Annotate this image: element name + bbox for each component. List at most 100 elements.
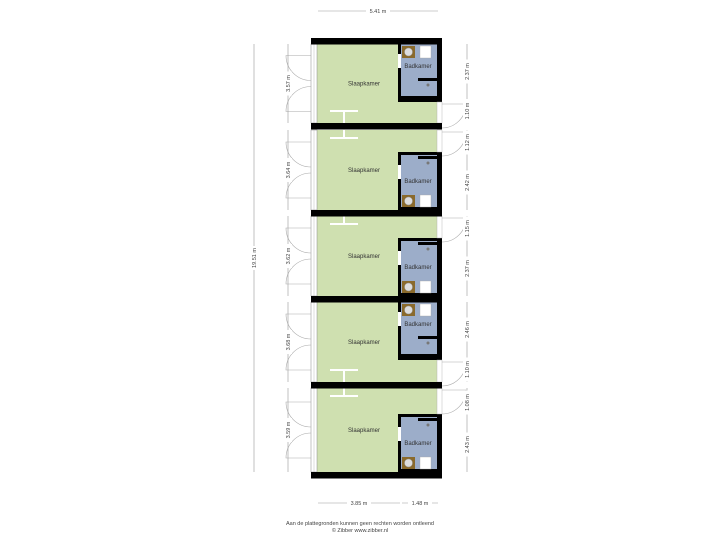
- dimension-label: 2.46 m: [465, 321, 471, 338]
- bathroom-width-dimension: 1.48 m: [402, 499, 438, 507]
- right-dimension-1: 2.46 m: [463, 302, 471, 357]
- shower-drain-icon: [426, 423, 430, 427]
- entrance-door-frame: [436, 101, 443, 124]
- exterior-wall-right: [437, 388, 442, 472]
- right-dimension-2: 2.37 m: [463, 241, 471, 296]
- dimension-label-bg: [463, 390, 471, 415]
- sink-icon: [404, 47, 413, 57]
- bathroom-label: Badkamer: [404, 64, 431, 70]
- toilet-icon: [419, 194, 432, 208]
- right-dimension-1: 2.37 m: [463, 44, 471, 99]
- balcony-door-swing-icon: [285, 141, 312, 199]
- balcony-door-swing-icon: [285, 227, 312, 285]
- toilet-icon: [419, 45, 432, 59]
- toilet-icon: [419, 456, 432, 470]
- bathroom-door: [398, 312, 401, 326]
- shower-drain-icon: [426, 83, 430, 87]
- dimension-label-bg: [250, 246, 258, 270]
- balcony-door-swing-icon: [285, 401, 312, 459]
- bathroom-door: [398, 165, 401, 179]
- dimension-label: 5.41 m: [370, 9, 387, 15]
- dimension-label-bg: [463, 216, 471, 241]
- sink-icon: [404, 196, 413, 206]
- exterior-wall-right: [437, 44, 442, 123]
- dimension-label-bg: [284, 244, 292, 268]
- dimension-label-bg: [463, 317, 471, 342]
- bathroom-label: Badkamer: [404, 179, 431, 185]
- apartment-unit: Badkamer Slaapkamer: [285, 129, 467, 211]
- separating-wall: [311, 210, 442, 217]
- door-swing-icon: [441, 361, 467, 387]
- dimension-label-bg: [284, 330, 292, 354]
- bedroom-label: Slaapkamer: [348, 168, 380, 174]
- shower-drain-icon: [426, 341, 430, 345]
- bathroom-door: [398, 427, 401, 441]
- dimension-label-bg: [463, 130, 471, 155]
- copyright-text: © Zibber www.zibber.nl: [331, 528, 389, 534]
- dimension-label: 2.37 m: [465, 63, 471, 80]
- dimension-label: 3.62 m: [286, 247, 292, 264]
- separating-wall: [311, 296, 442, 303]
- dimension-label-bg: [347, 499, 371, 507]
- separating-wall: [311, 38, 442, 45]
- sink-icon: [404, 282, 413, 292]
- separating-wall: [311, 382, 442, 389]
- table-icon: [330, 216, 358, 225]
- dimension-label: 1.08 m: [465, 394, 471, 411]
- exterior-wall-right: [437, 130, 442, 210]
- bedroom-label: Slaapkamer: [348, 254, 380, 260]
- dimension-label-bg: [463, 357, 471, 382]
- dimension-label-bg: [463, 432, 471, 457]
- dimension-label: 1.10 m: [465, 102, 471, 119]
- unit-height-dimension: 3.62 m: [284, 216, 292, 296]
- shower-wall: [418, 78, 437, 81]
- bathroom-label: Badkamer: [404, 322, 431, 328]
- dimension-label: 2.43 m: [465, 436, 471, 453]
- entrance-door-frame: [436, 215, 443, 239]
- dimension-label: 1.15 m: [465, 220, 471, 237]
- dimension-label-bg: [463, 256, 471, 281]
- dimension-label-bg: [284, 418, 292, 442]
- separating-wall: [311, 123, 442, 130]
- door-swing-icon: [441, 103, 467, 129]
- bedroom-label: Slaapkamer: [348, 428, 380, 434]
- dimension-label: 1.12 m: [465, 134, 471, 151]
- shower-wall: [418, 336, 437, 339]
- dimension-label-bg: [284, 71, 292, 96]
- table-icon: [330, 130, 358, 139]
- bathroom-door: [398, 251, 401, 265]
- balcony-door-swing-icon: [285, 313, 312, 371]
- bedroom-label: Slaapkamer: [348, 82, 380, 88]
- door-swing-icon: [441, 217, 467, 243]
- right-dimension-2: 1.10 m: [463, 99, 471, 123]
- dimension-label-bg: [463, 170, 471, 195]
- shower-drain-icon: [426, 161, 430, 165]
- shower-wall: [418, 156, 437, 159]
- table-icon: [330, 388, 358, 397]
- dimension-label: 3.64 m: [286, 161, 292, 178]
- right-dimension-2: 2.43 m: [463, 417, 471, 472]
- separating-wall: [311, 472, 442, 479]
- shower-drain-icon: [426, 247, 430, 251]
- dimension-label-bg: [284, 158, 292, 182]
- dimension-label: 19.51 m: [252, 248, 258, 268]
- toilet-icon: [419, 280, 432, 294]
- door-swing-icon: [441, 389, 467, 415]
- right-dimension-1: 1.12 m: [463, 130, 471, 155]
- exterior-wall-right: [437, 216, 442, 296]
- dimension-label: 3.59 m: [286, 421, 292, 438]
- bedroom-width-dimension: 3.85 m: [318, 499, 400, 507]
- dimension-label: 3.57 m: [286, 75, 292, 92]
- bathroom-door: [398, 54, 401, 68]
- dimension-label-bg: [366, 7, 390, 15]
- entrance-door-frame: [436, 387, 443, 415]
- balcony-door-swing-icon: [285, 55, 312, 112]
- right-dimension-1: 1.08 m: [463, 388, 471, 417]
- exterior-wall-right: [437, 302, 442, 382]
- door-swing-icon: [441, 131, 467, 157]
